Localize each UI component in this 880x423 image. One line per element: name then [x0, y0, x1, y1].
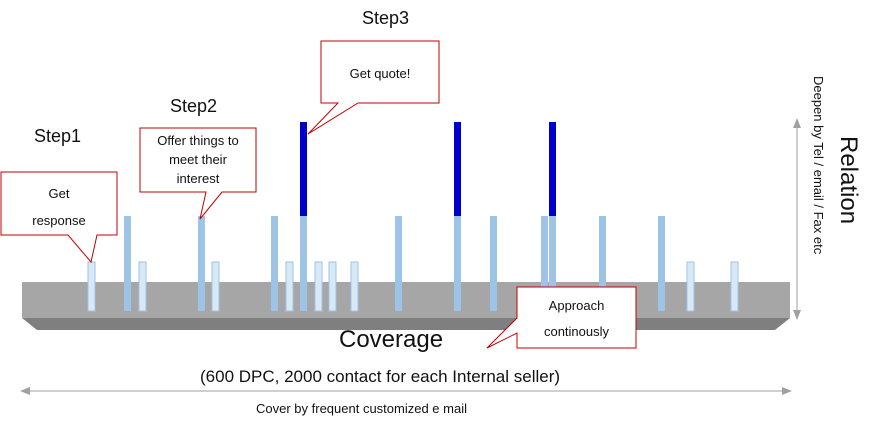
short-bar [211, 261, 220, 312]
callout-get-quote [307, 40, 440, 135]
coverage-detail: (600 DPC, 2000 contact for each Internal… [200, 367, 561, 386]
medium-bar [599, 216, 606, 311]
medium-bar [658, 216, 665, 311]
medium-bars [124, 216, 665, 311]
approach-line2: continously [543, 324, 610, 339]
short-bar [730, 261, 739, 312]
relation-label: Relation [835, 136, 862, 225]
medium-bar [549, 216, 556, 311]
relation-arrow [793, 118, 801, 320]
get-response-line2: response [32, 213, 86, 229]
callout-get-response [0, 171, 118, 264]
medium-bar [454, 216, 461, 311]
approach-text: Approach continously [517, 293, 636, 345]
offer-line1: Offer things to [157, 133, 239, 148]
coverage-label: Coverage [339, 326, 444, 353]
medium-bar [198, 216, 205, 311]
step3-label: Step3 [362, 8, 410, 28]
short-bar [350, 261, 359, 312]
short-bar [285, 261, 294, 312]
step2-label: Step2 [170, 96, 218, 116]
callout-approach [486, 286, 637, 349]
medium-bar [271, 216, 278, 311]
short-bar [138, 261, 147, 312]
offer-text: Offer things to meet their interest [140, 132, 256, 189]
tall-bar [300, 122, 307, 216]
medium-bar [490, 216, 497, 311]
get-response-text: Get response [1, 180, 117, 235]
offer-line2: meet their [169, 151, 227, 167]
tall-bar [454, 122, 461, 216]
deepen-by-label: Deepen by Tel / email / Fax etc [811, 76, 826, 255]
platform-top-face [22, 282, 790, 318]
short-bar [314, 261, 323, 312]
short-bar [686, 261, 695, 312]
get-response-line1: Get [48, 186, 70, 201]
callout-offer [139, 127, 257, 220]
short-bar [328, 261, 337, 312]
short-bar [87, 261, 96, 312]
medium-bar [395, 216, 402, 311]
short-bars [87, 261, 739, 312]
medium-bar [300, 216, 307, 311]
step1-label: Step1 [34, 126, 82, 146]
cover-by-label: Cover by frequent customized e mail [256, 401, 467, 416]
coverage-arrow [20, 387, 792, 395]
get-quote-text: Get quote! [349, 66, 411, 81]
approach-line1: Approach [548, 298, 605, 313]
medium-bar [124, 216, 131, 311]
tall-bar [549, 122, 556, 216]
medium-bar [541, 216, 548, 311]
tall-bars [300, 122, 556, 216]
offer-line3: interest [176, 170, 220, 186]
